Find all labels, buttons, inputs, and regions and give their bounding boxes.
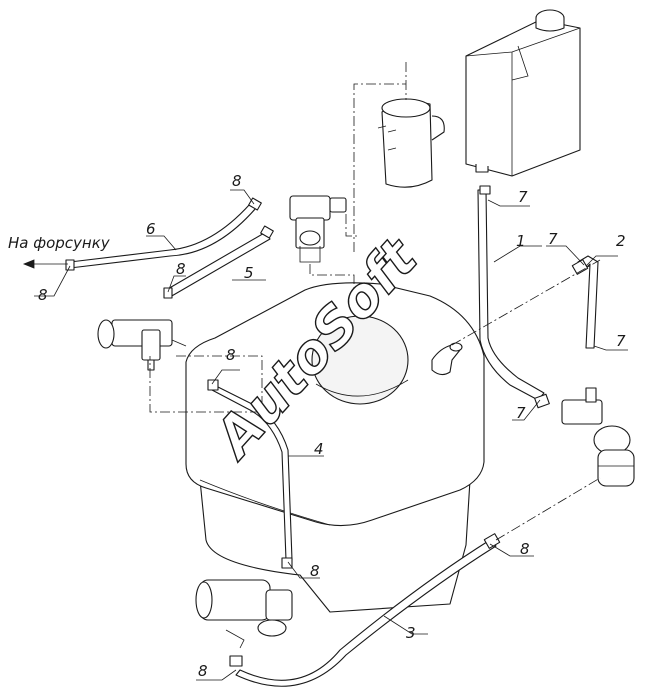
assembly-lines: [22, 62, 601, 541]
callout-6: 6: [146, 220, 156, 238]
callout-7-right: 7: [616, 332, 626, 350]
canister: [465, 9, 581, 177]
pump-motor: [195, 579, 293, 649]
callout-7-mid: 7: [548, 230, 558, 248]
leader-lines: [34, 189, 628, 681]
tank-filler-neck: [431, 342, 463, 376]
three-way-valve-top: [289, 195, 347, 263]
callout-8-hose4: 8: [310, 562, 320, 580]
hose-clamps: [65, 185, 589, 667]
callout-8-top: 8: [232, 172, 242, 190]
callout-8-bottom: 8: [198, 662, 208, 680]
callout-2: 2: [616, 232, 626, 250]
callout-8-right: 8: [520, 540, 530, 558]
callout-4: 4: [314, 440, 324, 458]
callout-1: 1: [516, 232, 526, 250]
callout-8-tank: 8: [226, 346, 236, 364]
valve-left: [97, 319, 187, 371]
valve-right: [561, 387, 631, 455]
callout-5: 5: [244, 264, 254, 282]
fluid-tank: [185, 282, 485, 613]
callout-7-top: 7: [518, 188, 528, 206]
callout-3: 3: [406, 624, 416, 642]
arrow-label: На форсунку: [8, 234, 111, 252]
filter: [597, 449, 635, 487]
measuring-jug: [377, 98, 445, 188]
callout-7-low: 7: [516, 404, 526, 422]
callout-8-hose5: 8: [176, 260, 186, 278]
callouts: 1 2 3 4 5 6 7 7 7 7 8 8 8 8 8 8 8 На фор…: [8, 172, 626, 680]
callout-8-left: 8: [38, 286, 48, 304]
